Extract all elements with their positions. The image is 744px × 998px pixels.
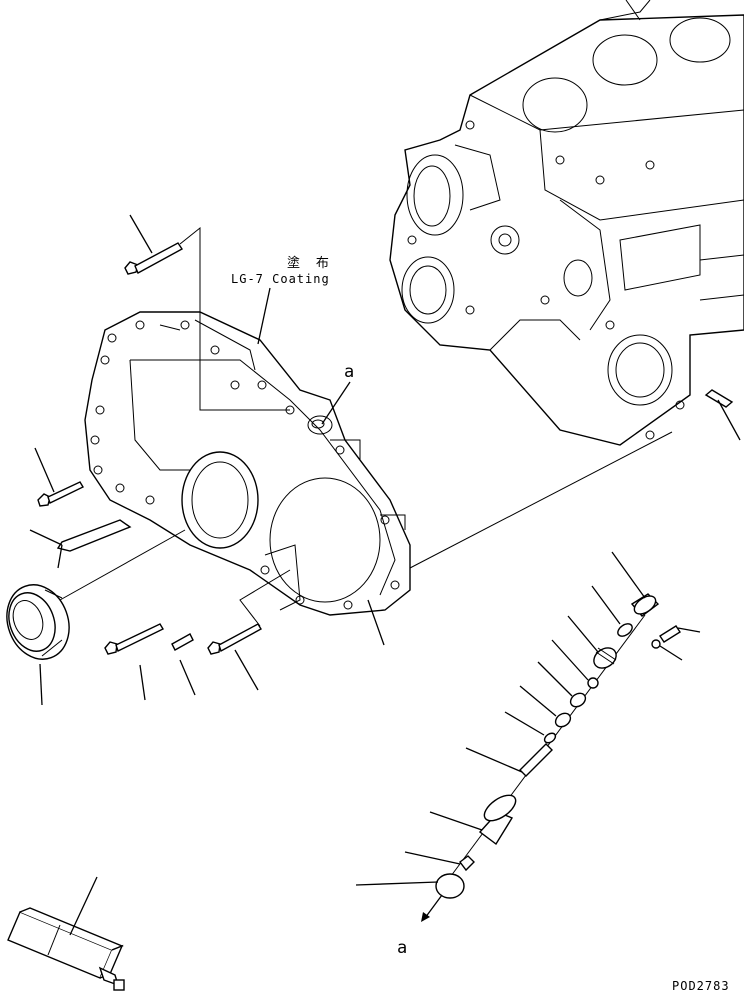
- cover-leader: [367, 599, 385, 646]
- left-bolt: [34, 447, 84, 507]
- block-edge: [625, 0, 641, 21]
- projection-line: [409, 431, 673, 569]
- ref-a-bottom: a: [397, 938, 408, 958]
- coating-leader: [257, 287, 271, 345]
- block-bolt: [704, 389, 741, 441]
- lower-bolt-2: [207, 569, 291, 691]
- sensor-assembly: [355, 551, 701, 922]
- dowel-pin: [171, 633, 196, 696]
- coating-label-cn: 塗 布: [287, 256, 333, 271]
- coating-label: LG-7 Coating: [231, 272, 330, 286]
- ref-a-top: a: [344, 362, 355, 382]
- dowel-rod: [29, 519, 132, 569]
- front-cover: [84, 311, 411, 616]
- ref-a-leader-top: [321, 381, 351, 425]
- lower-bolt-1: [104, 623, 164, 701]
- long-bolt-top: [124, 214, 290, 411]
- drawing-code: POD2783: [672, 979, 730, 993]
- installer-tool: [7, 876, 125, 991]
- cylinder-block: [389, 0, 744, 446]
- oil-seal: [6, 529, 186, 706]
